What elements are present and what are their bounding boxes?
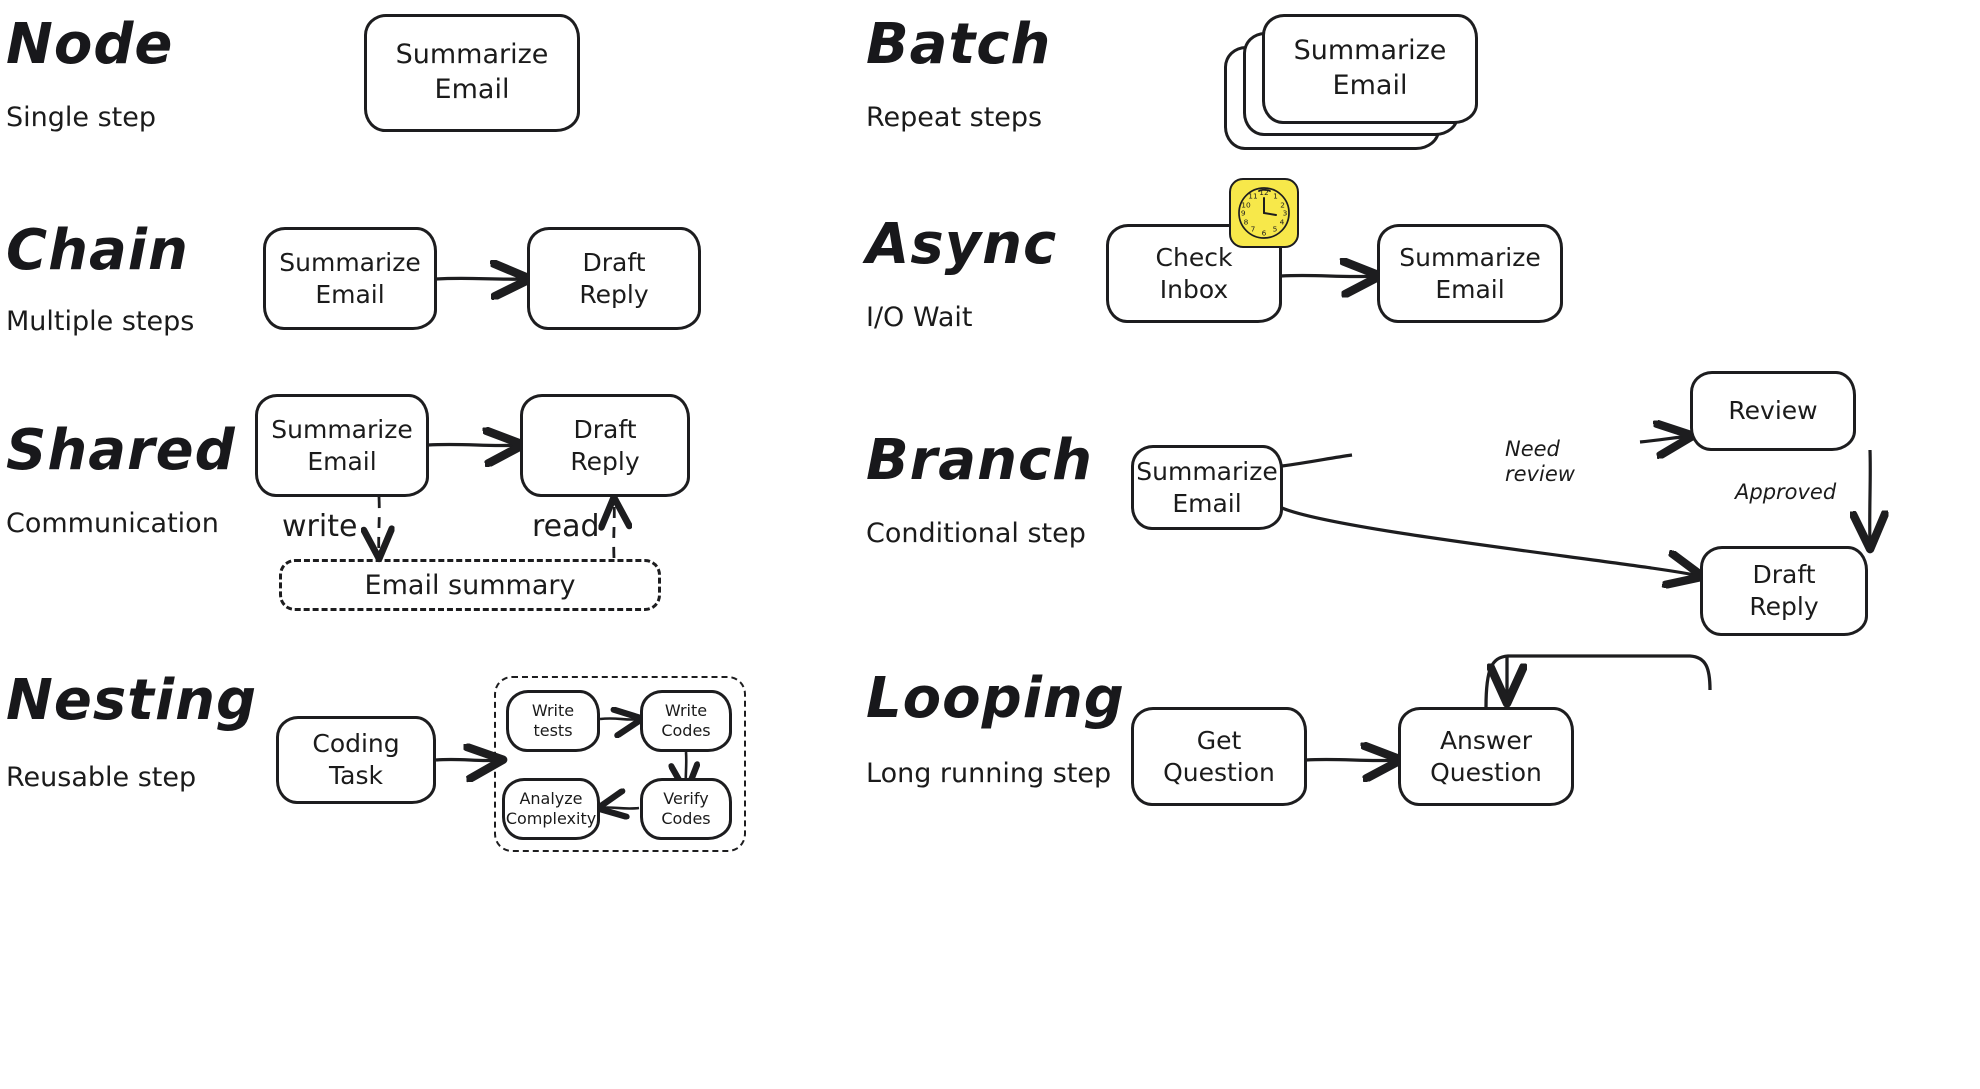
- branch-node-draft-reply[interactable]: Draft Reply: [1700, 546, 1868, 636]
- node-label: Draft Reply: [1749, 560, 1819, 621]
- section-subtitle-chain: Multiple steps: [6, 306, 195, 337]
- nesting-node-coding-task[interactable]: Coding Task: [276, 716, 436, 804]
- branch-node-review[interactable]: Review: [1690, 371, 1856, 451]
- shared-node-draft-reply[interactable]: Draft Reply: [520, 394, 690, 497]
- svg-text:10: 10: [1241, 201, 1251, 210]
- store-label: Email summary: [364, 569, 576, 601]
- edge-branch-approved: [1870, 449, 1871, 546]
- section-subtitle-shared: Communication: [6, 508, 219, 539]
- section-subtitle-async: I/O Wait: [866, 302, 973, 333]
- edge-label-need-review: Need review: [1505, 437, 1575, 487]
- node-label: Draft Reply: [570, 414, 640, 476]
- svg-text:2: 2: [1280, 201, 1285, 210]
- node-label: Summarize Email: [1293, 35, 1447, 101]
- section-subtitle-batch: Repeat steps: [866, 102, 1043, 133]
- edge-label-need-review-text: Need review: [1505, 437, 1575, 486]
- edge-branch-direct: [1281, 506, 1700, 576]
- edge-branch-need-review: [1281, 453, 1353, 468]
- node-label: Review: [1728, 396, 1818, 425]
- chain-node-summarize-email[interactable]: Summarize Email: [263, 227, 437, 330]
- node-label: Summarize Email: [395, 39, 549, 105]
- edge-loop-forward: [1305, 759, 1398, 760]
- node-label: Coding Task: [312, 729, 400, 790]
- edge-label-write: write: [282, 509, 358, 544]
- edge-shared-1: [427, 444, 520, 445]
- section-title-async: Async: [866, 212, 1058, 277]
- chain-node-draft-reply[interactable]: Draft Reply: [527, 227, 701, 330]
- section-title-looping: Looping: [866, 666, 1125, 731]
- svg-text:7: 7: [1251, 225, 1256, 234]
- node-label: Get Question: [1163, 725, 1275, 787]
- branch-node-summarize-email[interactable]: Summarize Email: [1131, 445, 1283, 530]
- svg-text:9: 9: [1241, 209, 1246, 218]
- section-subtitle-branch: Conditional step: [866, 518, 1086, 549]
- section-title-node: Node: [6, 12, 174, 77]
- svg-text:1: 1: [1273, 192, 1278, 201]
- clock-face: 12 1 2 3 4 5 6 7 8 9 10 11: [1238, 187, 1290, 239]
- nesting-node-analyze-complexity[interactable]: Analyze Complexity: [502, 778, 600, 840]
- node-label: Summarize Email: [1399, 242, 1541, 304]
- node-label: Verify Codes: [661, 788, 711, 828]
- node-label: Summarize Email: [279, 247, 421, 309]
- node-label: Check Inbox: [1155, 242, 1233, 304]
- section-title-branch: Branch: [866, 428, 1094, 493]
- nesting-node-write-codes[interactable]: Write Codes: [640, 690, 732, 752]
- edge-shared-write: [379, 496, 380, 556]
- section-subtitle-looping: Long running step: [866, 758, 1112, 789]
- svg-text:8: 8: [1244, 218, 1249, 227]
- edge-loop-back: [1484, 654, 1712, 708]
- section-subtitle-node: Single step: [6, 102, 156, 133]
- edge-chain-1: [435, 278, 527, 279]
- node-label: Summarize Email: [271, 414, 413, 476]
- edge-label-approved: Approved: [1735, 480, 1837, 504]
- nesting-node-verify-codes[interactable]: Verify Codes: [640, 778, 732, 840]
- edge-nesting-enter: [435, 759, 500, 760]
- edge-label-read: read: [532, 509, 600, 544]
- edge-async-1: [1280, 275, 1377, 276]
- edge-shared-read: [614, 500, 615, 559]
- shared-store-email-summary[interactable]: Email summary: [279, 559, 661, 611]
- svg-text:6: 6: [1262, 229, 1267, 238]
- clock-icon: 12 1 2 3 4 5 6 7 8 9 10 11: [1229, 178, 1299, 248]
- section-title-shared: Shared: [6, 418, 236, 483]
- shared-node-summarize-email[interactable]: Summarize Email: [255, 394, 429, 497]
- svg-text:11: 11: [1248, 192, 1258, 201]
- section-title-chain: Chain: [6, 218, 189, 283]
- async-node-summarize-email[interactable]: Summarize Email: [1377, 224, 1563, 323]
- node-label: Write tests: [531, 700, 575, 740]
- node-label: Draft Reply: [579, 247, 649, 309]
- nesting-subflow-group: [494, 676, 746, 852]
- svg-text:4: 4: [1280, 218, 1285, 227]
- node-label: Analyze Complexity: [505, 788, 597, 828]
- edge-branch-need-review-head: [1639, 436, 1690, 442]
- svg-text:12: 12: [1259, 188, 1268, 197]
- node-label: Answer Question: [1430, 725, 1542, 787]
- node-label: Summarize Email: [1136, 456, 1278, 518]
- batch-node-summarize-email[interactable]: Summarize Email: [1262, 14, 1478, 124]
- section-title-nesting: Nesting: [6, 668, 258, 733]
- node-label: Write Codes: [661, 700, 711, 740]
- svg-text:3: 3: [1283, 209, 1288, 218]
- looping-node-answer-question[interactable]: Answer Question: [1398, 707, 1574, 806]
- looping-node-get-question[interactable]: Get Question: [1131, 707, 1307, 806]
- nesting-node-write-tests[interactable]: Write tests: [506, 690, 600, 752]
- svg-text:5: 5: [1273, 225, 1278, 234]
- section-subtitle-nesting: Reusable step: [6, 762, 197, 793]
- section-title-batch: Batch: [866, 12, 1052, 77]
- node-summarize-email[interactable]: Summarize Email: [364, 14, 580, 132]
